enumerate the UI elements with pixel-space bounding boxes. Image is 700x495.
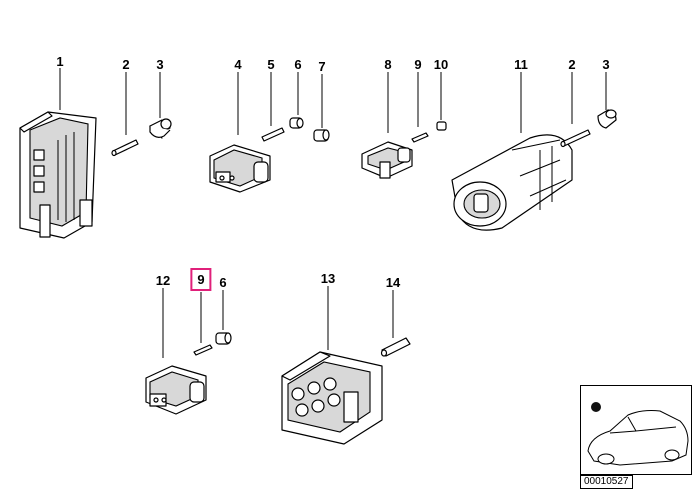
callout-2: 2 — [122, 57, 130, 72]
callout-1: 1 — [56, 54, 64, 69]
callout-6: 6 — [294, 57, 302, 72]
thumbnail-frame — [580, 385, 692, 475]
callout-12: 12 — [155, 273, 171, 288]
callout-9: 9 — [414, 57, 422, 72]
part-4-connector — [209, 144, 271, 193]
part-2-pin-right — [560, 129, 591, 148]
part-9-pin-bottom — [193, 344, 213, 356]
callout-13: 13 — [320, 271, 336, 286]
callout-7: 7 — [318, 59, 326, 74]
callout-4: 4 — [234, 57, 242, 72]
leader-lines — [59, 68, 607, 358]
part-9-pin — [411, 132, 429, 143]
callout-10: 10 — [433, 57, 449, 72]
callout-8: 8 — [384, 57, 392, 72]
part-13-multi-pin-housing — [281, 351, 383, 445]
part-8-connector — [361, 141, 413, 179]
callout-14: 14 — [385, 275, 401, 290]
part-7-sleeve — [313, 129, 330, 142]
part-10-sleeve — [436, 121, 447, 131]
callout-3-right: 3 — [602, 57, 610, 72]
part-1-connector-housing — [19, 111, 97, 239]
part-2-pin — [111, 139, 139, 157]
callout-5: 5 — [267, 57, 275, 72]
part-5-pin — [261, 127, 285, 142]
part-11-round-connector — [451, 134, 573, 231]
part-3-sleeve-right — [597, 109, 617, 129]
callout-11: 11 — [514, 57, 528, 72]
part-14-pin — [380, 337, 411, 357]
part-3-sleeve — [149, 118, 172, 139]
callout-3: 3 — [156, 57, 164, 72]
callout-9-highlighted[interactable]: 9 — [190, 268, 212, 291]
callout-2-right: 2 — [568, 57, 576, 72]
reference-number: 00010527 — [580, 475, 633, 489]
part-12-connector — [145, 365, 207, 415]
part-6-sleeve — [289, 117, 304, 129]
callout-6-bottom: 6 — [219, 275, 227, 290]
part-6-sleeve-bottom — [215, 332, 232, 345]
